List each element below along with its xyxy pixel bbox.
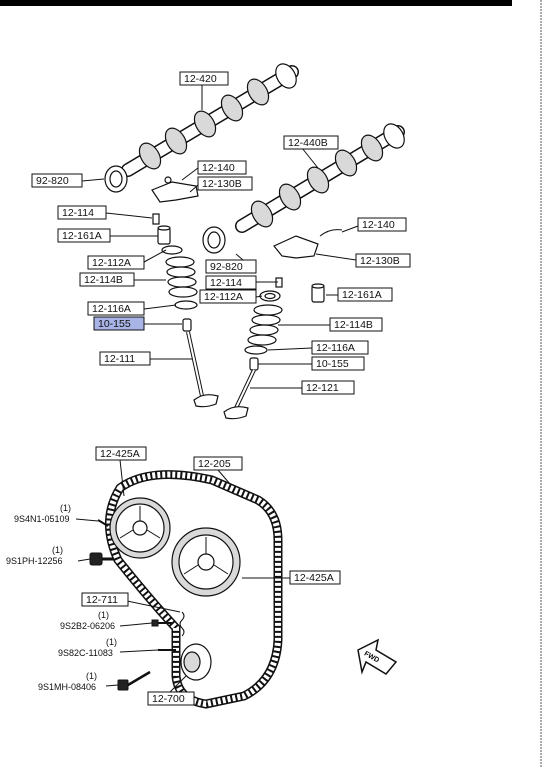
label-12-121[interactable]: 12-121 (301, 380, 355, 395)
fastener-part: 9S1MH-08406 (38, 682, 96, 692)
spring-seat-1 (174, 300, 198, 310)
label-12-114B-b[interactable]: 12-114B (329, 317, 383, 332)
camshaft-pulley-1 (109, 497, 171, 559)
label-text: 12-140 (362, 219, 395, 231)
spring-seat-2 (244, 345, 268, 355)
label-text: 12-161A (342, 289, 382, 301)
label-10-155-b[interactable]: 10-155 (311, 356, 365, 371)
timing-belt (105, 470, 283, 709)
label-12-161A-a[interactable]: 12-161A (57, 228, 111, 243)
intake-valve (186, 331, 219, 408)
fastener-qty: (1) (106, 637, 117, 647)
tappet-2 (311, 283, 325, 303)
label-text: 12-711 (86, 594, 118, 606)
label-12-114B-a[interactable]: 12-114B (79, 272, 135, 287)
fastener-9S1PH-12256[interactable]: (1) 9S1PH-12256 (6, 545, 63, 566)
tensioner-pulley (180, 643, 212, 681)
camshaft-seal-2 (202, 226, 226, 254)
label-text: 12-114B (84, 274, 123, 286)
bolt-9S1MH (117, 670, 151, 691)
label-text: 12-425A (294, 572, 334, 584)
label-text: 12-130B (360, 255, 400, 267)
label-12-140-b[interactable]: 12-140 (357, 217, 407, 232)
label-12-114-b[interactable]: 12-114 (205, 275, 257, 290)
valve-spring-retainer-2 (259, 290, 281, 302)
label-12-111[interactable]: 12-111 (99, 351, 151, 366)
forward-direction-arrow: FWD (357, 638, 398, 675)
fastener-9S82C-11083[interactable]: (1) 9S82C-11083 (58, 637, 117, 658)
fastener-9S2B2-06206[interactable]: (1) 9S2B2-06206 (60, 610, 115, 631)
label-text: 12-425A (100, 448, 140, 460)
fastener-part: 9S2B2-06206 (60, 621, 115, 631)
fastener-qty: (1) (86, 671, 97, 681)
label-text: 12-114 (62, 207, 94, 219)
valve-seal-2 (249, 357, 259, 371)
camshaft-exhaust (235, 123, 405, 233)
label-text: 12-116A (316, 342, 355, 354)
label-text: 12-114B (334, 319, 373, 331)
valve-spring-2 (247, 304, 283, 346)
fastener-part: 9S1PH-12256 (6, 556, 63, 566)
label-12-700[interactable]: 12-700 (147, 691, 195, 706)
fastener-qty: (1) (60, 503, 71, 513)
rocker-arm-1 (151, 176, 199, 203)
label-text: 92-820 (210, 261, 243, 273)
label-text: 12-114 (210, 277, 242, 289)
label-text: 12-130B (202, 178, 242, 190)
label-12-112A-b[interactable]: 12-112A (199, 289, 257, 304)
exhaust-valve (223, 369, 256, 420)
label-text: 12-111 (104, 353, 135, 365)
label-text: 12-121 (306, 382, 339, 394)
camshaft-intake (121, 63, 299, 177)
tensioner-spring (179, 611, 185, 637)
fastener-part: 9S82C-11083 (58, 648, 113, 658)
valve-spring-1 (165, 256, 198, 298)
tappet-1 (157, 225, 171, 245)
label-text: 12-700 (152, 693, 185, 705)
label-12-161A-b[interactable]: 12-161A (337, 287, 393, 302)
fastener-qty: (1) (52, 545, 63, 555)
label-12-130B-a[interactable]: 12-130B (197, 176, 253, 191)
bolt-9S1PH (89, 552, 114, 566)
label-12-205[interactable]: 12-205 (193, 456, 243, 471)
label-12-130B-b[interactable]: 12-130B (355, 253, 411, 268)
label-12-425A-b[interactable]: 12-425A (289, 570, 341, 585)
label-12-140-a[interactable]: 12-140 (197, 160, 247, 175)
label-text: 12-112A (204, 291, 243, 303)
label-12-116A-b[interactable]: 12-116A (311, 340, 369, 355)
valve-spring-retainer-1 (161, 245, 183, 255)
label-text: 92-820 (36, 175, 69, 187)
label-text: 10-155 (316, 358, 349, 370)
label-text: 12-116A (92, 303, 131, 315)
label-92-820-b[interactable]: 92-820 (205, 259, 257, 274)
fastener-part: 9S4N1-05109 (14, 514, 70, 524)
camshaft-seal-1 (104, 165, 128, 193)
rocker-arm-2 (273, 229, 343, 259)
lash-adjuster-1 (152, 213, 160, 225)
label-12-116A-a[interactable]: 12-116A (87, 301, 145, 316)
label-12-711[interactable]: 12-711 (81, 592, 129, 607)
label-text: 10-155 (98, 318, 131, 330)
label-text: 12-140 (202, 162, 235, 174)
label-92-820-a[interactable]: 92-820 (31, 173, 83, 188)
label-10-155-highlighted[interactable]: 10-155 (93, 316, 145, 331)
fastener-9S1MH-08406[interactable]: (1) 9S1MH-08406 (38, 671, 97, 692)
fastener-qty: (1) (98, 610, 109, 620)
camshaft-pulley-2 (171, 527, 241, 597)
label-12-420[interactable]: 12-420 (179, 71, 229, 86)
label-text: 12-205 (198, 458, 231, 470)
pin-9S4N1 (97, 519, 109, 527)
label-12-425A-a[interactable]: 12-425A (95, 446, 147, 461)
label-12-440B[interactable]: 12-440B (283, 135, 339, 150)
label-text: 12-420 (184, 73, 217, 85)
label-text: 12-161A (62, 230, 102, 242)
header-bar (0, 0, 512, 6)
label-text: 12-440B (288, 137, 328, 149)
fastener-9S4N1-05109[interactable]: (1) 9S4N1-05109 (14, 503, 71, 524)
label-12-112A-a[interactable]: 12-112A (87, 255, 145, 270)
label-text: 12-112A (92, 257, 131, 269)
label-12-114-a[interactable]: 12-114 (57, 205, 107, 220)
valve-seal-1 (182, 318, 192, 332)
